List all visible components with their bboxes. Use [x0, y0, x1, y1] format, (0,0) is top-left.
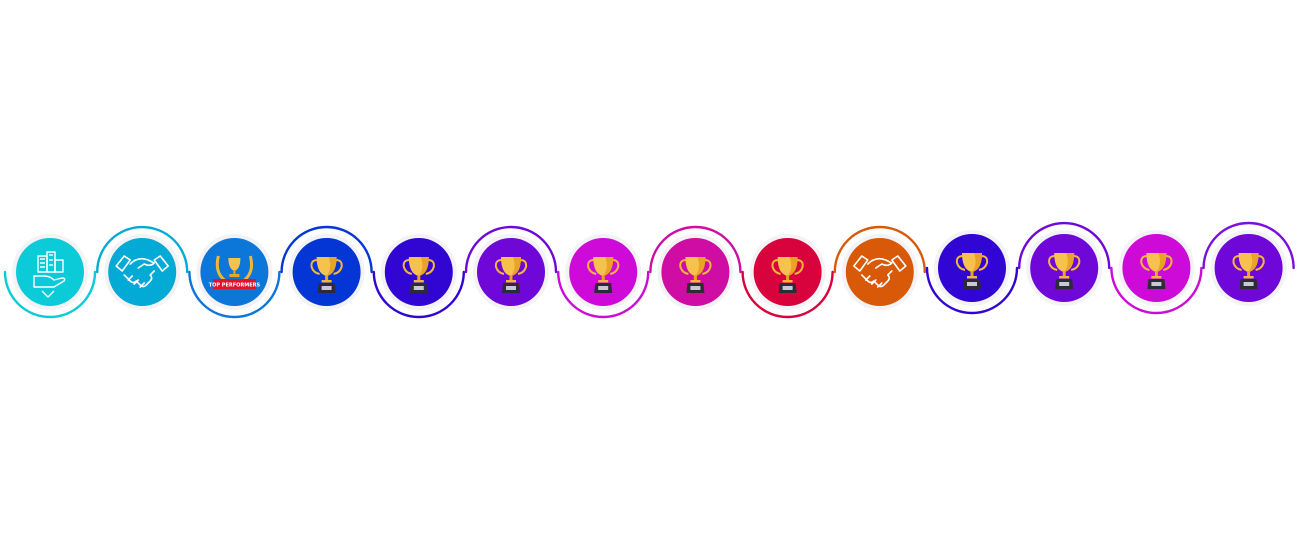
trophy-icon: [679, 257, 712, 293]
timeline-node-10[interactable]: [841, 234, 918, 310]
timeline-connector-arcs: [3, 221, 1295, 319]
connector-arc: [1018, 221, 1111, 270]
handshake-icon: [115, 255, 169, 288]
handshake-icon: [853, 255, 907, 288]
timeline-node-3[interactable]: TOP PERFORMERS: [196, 234, 273, 310]
connector-arc: [188, 270, 281, 319]
connector-arc: [1202, 221, 1295, 270]
connector-arc: [1110, 266, 1203, 315]
connector-arc: [372, 270, 465, 319]
timeline-node-7[interactable]: [565, 234, 642, 310]
timeline-node-6[interactable]: [473, 234, 549, 310]
timeline-node-13[interactable]: [1118, 230, 1195, 306]
building-hand-icon: [33, 251, 66, 298]
trophy-icon: [494, 257, 528, 293]
connector-arc: [3, 270, 97, 319]
timeline-node-4[interactable]: [288, 234, 365, 310]
connector-arc: [557, 270, 650, 319]
trophy-icon: [955, 253, 989, 289]
connector-arc: [464, 225, 558, 274]
connector-arc: [833, 225, 926, 274]
timeline-node-2[interactable]: [104, 234, 181, 310]
badge-label: TOP PERFORMERS: [209, 283, 261, 289]
node-circle: [108, 238, 177, 306]
trophy-icon: [310, 257, 343, 293]
connector-arc: [96, 225, 189, 274]
connector-arc: [741, 270, 834, 319]
trophy-icon: [1140, 253, 1173, 289]
timeline-nodes: TOP PERFORMERS: [12, 230, 1287, 310]
top-performers-badge-icon: TOP PERFORMERS: [209, 255, 261, 289]
timeline-node-12[interactable]: [1026, 230, 1103, 306]
connector-arc: [280, 225, 373, 274]
timeline-node-14[interactable]: [1210, 230, 1287, 306]
trophy-icon: [1232, 253, 1265, 289]
trophy-icon: [1048, 253, 1081, 289]
timeline-node-9[interactable]: [749, 234, 826, 310]
timeline-node-5[interactable]: [380, 234, 457, 310]
trophy-icon: [587, 257, 620, 293]
trophy-icon: [771, 257, 804, 293]
node-circle: [845, 238, 914, 306]
connector-arc: [925, 266, 1019, 315]
trophy-icon: [402, 257, 435, 293]
timeline-node-8[interactable]: [657, 234, 734, 310]
timeline-node-11[interactable]: [934, 230, 1010, 306]
connector-arc: [649, 225, 742, 274]
timeline-node-1[interactable]: [12, 234, 88, 310]
